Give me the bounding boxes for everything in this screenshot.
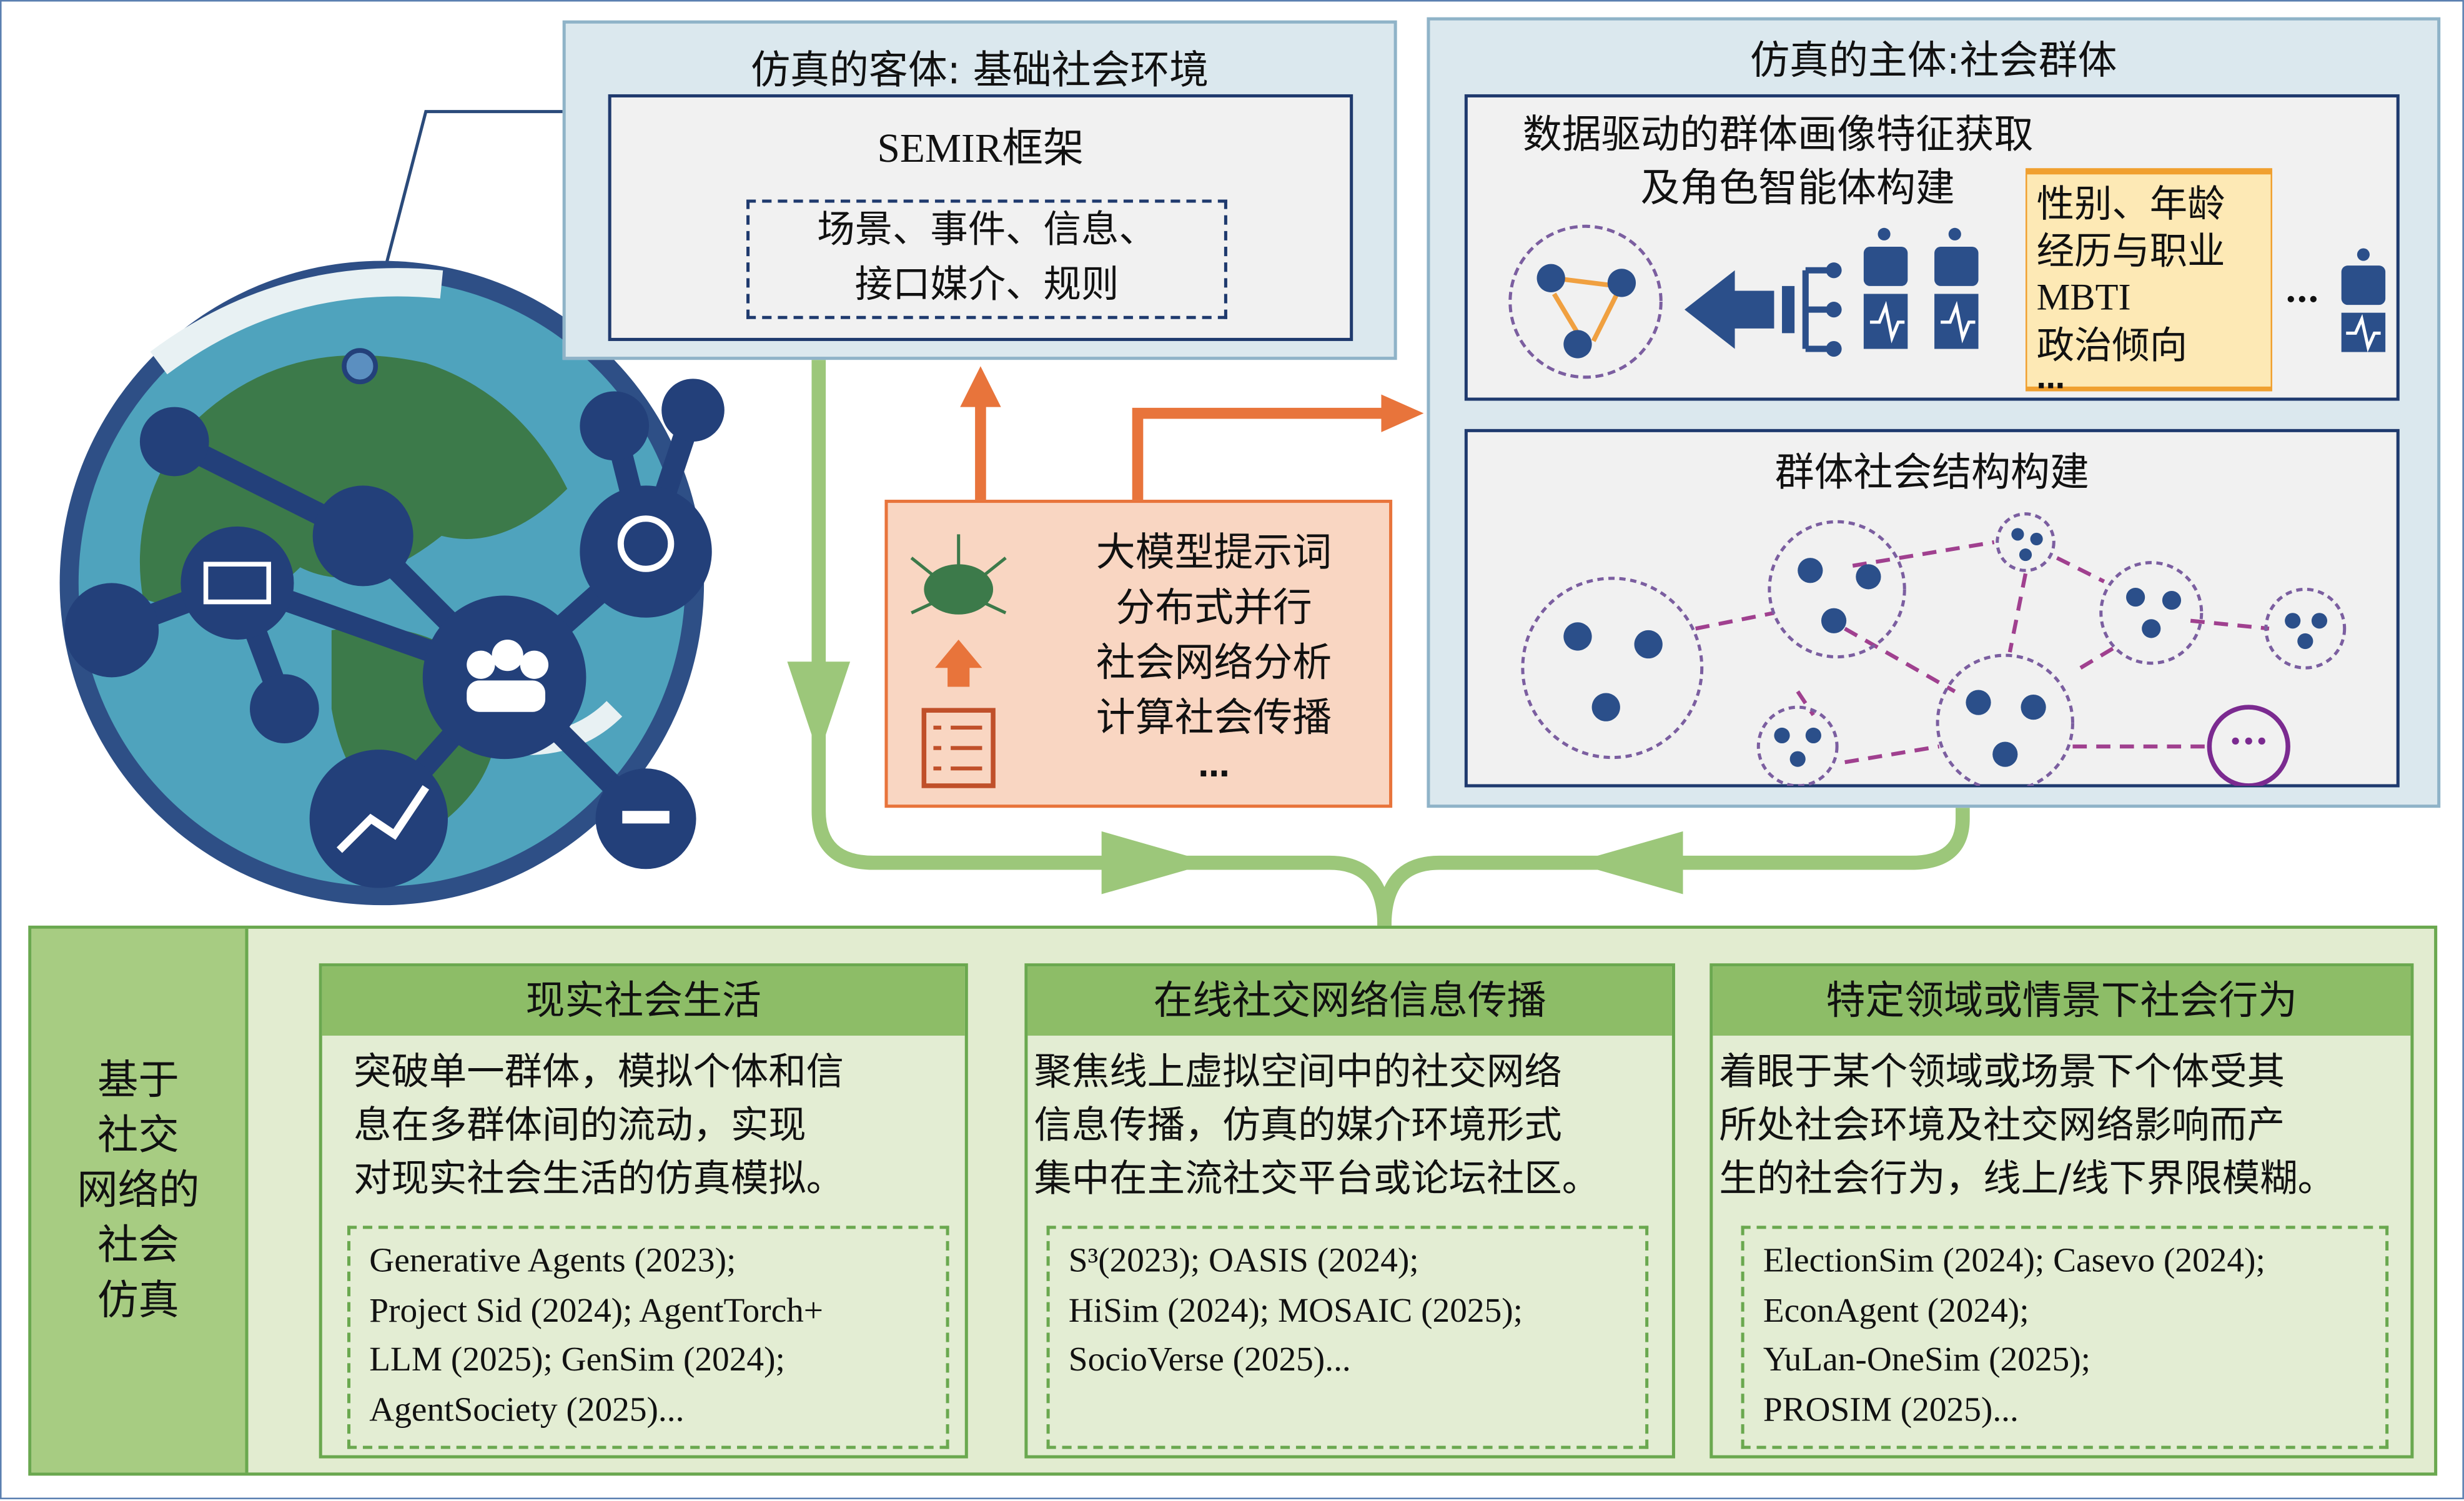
technology-item: 大模型提示词 [1096, 529, 1332, 575]
reference-line: HiSim (2024); MOSAIC (2025); [1068, 1289, 1523, 1329]
reference-line: LLM (2025); GenSim (2024); [369, 1339, 785, 1379]
framework-elements-line: 接口媒介、规则 [854, 262, 1119, 307]
simulation-subject-box: 仿真的主体:社会群体 数据驱动的群体画像特征获取 及角色智能体构建 性别、年龄 … [1427, 17, 2441, 808]
technology-box: 大模型提示词 分布式并行 社会网络分析 计算社会传播 … [884, 500, 1393, 808]
reference-line: YuLan-OneSim (2025); [1763, 1339, 2091, 1379]
more-groups-label: ··· [2229, 718, 2269, 764]
reference-list: Generative Agents (2023); Project Sid (2… [347, 1226, 949, 1449]
social-simulation-section: 基于 社交 网络的 社会 仿真 现实社会生活 突破单一群体，模拟个体和信 息在多… [28, 925, 2438, 1476]
up-arrow-icon [934, 639, 982, 687]
panel-domain-behavior: 特定领域或情景下社会行为 着眼于某个领域或场景下个体受其 所处社会环境及社交网络… [1709, 963, 2414, 1459]
description-line: 信息传播，仿真的媒介环境形式 [1034, 1103, 1562, 1147]
agent-construction-graphic [1508, 224, 1979, 379]
reference-line: SocioVerse (2025)... [1068, 1339, 1351, 1379]
section-side-label: 基于 社交 网络的 社会 仿真 [31, 928, 249, 1473]
more-groups-node [2207, 705, 2290, 786]
panel-title: 特定领域或情景下社会行为 [1713, 966, 2411, 1036]
panel-online-propagation: 在线社交网络信息传播 聚焦线上虚拟空间中的社交网络 信息传播，仿真的媒介环境形式… [1024, 963, 1675, 1459]
more-agents-ellipsis: … [2285, 270, 2320, 312]
reference-line: Generative Agents (2023); [369, 1240, 736, 1279]
attribute-item: 政治倾向 [2036, 324, 2188, 368]
reference-list: S³(2023); OASIS (2024); HiSim (2024); MO… [1046, 1226, 1649, 1449]
left-arrow-icon [1685, 270, 1774, 349]
group-node [1521, 577, 1704, 760]
panel-description: 聚焦线上虚拟空间中的社交网络 信息传播，仿真的媒介环境形式 集中在主流社交平台或… [1027, 1036, 1672, 1206]
technology-list: 大模型提示词 分布式并行 社会网络分析 计算社会传播 … [1053, 525, 1375, 786]
description-line: 生的社会行为，线上/线下界限模糊。 [1719, 1156, 2335, 1201]
side-label-line: 基于 [97, 1058, 179, 1105]
technology-item: 分布式并行 [1116, 584, 1312, 630]
reference-line: S³(2023); OASIS (2024); [1068, 1240, 1419, 1279]
framework-title: SEMIR框架 [877, 126, 1084, 172]
reference-line: AgentSociety (2025)... [369, 1388, 685, 1428]
structure-section: 群体社会结构构建 ··· [1464, 429, 2400, 788]
profile-section: 数据驱动的群体画像特征获取 及角色智能体构建 性别、年龄 经历与职业 MBTI … [1464, 94, 2400, 401]
ai-cloud-icon [910, 534, 1007, 615]
group-node [2264, 587, 2347, 670]
handshake-icon [312, 485, 413, 587]
panel-description: 突破单一群体，模拟个体和信 息在多群体间的流动，实现 对现实社会生活的仿真模拟。 [322, 1036, 965, 1206]
robot-icon [1863, 227, 1908, 349]
group-node [1768, 520, 1906, 659]
group-node [2099, 561, 2204, 665]
panel-title: 在线社交网络信息传播 [1027, 966, 1672, 1036]
profile-title-line: 数据驱动的群体画像特征获取 [1522, 111, 2034, 157]
checklist-icon [921, 708, 996, 788]
profile-attributes-box: 性别、年龄 经历与职业 MBTI 政治倾向 … [2025, 168, 2272, 397]
globe-illustration [59, 260, 725, 906]
group-node [1936, 653, 2074, 786]
group-network-graph [1521, 512, 2347, 786]
technology-item: 计算社会传播 [1096, 695, 1332, 740]
panel-real-life: 现实社会生活 突破单一群体，模拟个体和信 息在多群体间的流动，实现 对现实社会生… [319, 963, 968, 1459]
attribute-item: MBTI [2036, 278, 2131, 319]
description-line: 聚焦线上虚拟空间中的社交网络 [1034, 1049, 1562, 1094]
framework-elements: 场景、事件、信息、 接口媒介、规则 [746, 199, 1227, 319]
group-node [1756, 705, 1839, 786]
attribute-item: … [2036, 363, 2065, 397]
simulation-object-box: 仿真的客体: 基础社会环境 SEMIR框架 场景、事件、信息、 接口媒介、规则 [562, 20, 1397, 360]
group-node [1996, 512, 2056, 572]
people-icon [422, 595, 586, 760]
description-line: 突破单一群体，模拟个体和信 [354, 1049, 844, 1094]
reference-list: ElectionSim (2024); Casevo (2024); EconA… [1741, 1226, 2389, 1449]
technology-item: … [1198, 746, 1230, 785]
semir-framework-box: SEMIR框架 场景、事件、信息、 接口媒介、规则 [608, 94, 1353, 341]
attribute-item: 经历与职业 [2036, 229, 2225, 274]
panel-title: 现实社会生活 [322, 966, 965, 1036]
reference-line: ElectionSim (2024); Casevo (2024); [1763, 1240, 2265, 1279]
description-line: 集中在主流社交平台或论坛社区。 [1034, 1156, 1600, 1201]
lightbulb-icon [580, 485, 712, 618]
reference-line: Project Sid (2024); AgentTorch+ [369, 1289, 824, 1329]
description-line: 所处社会环境及社交网络影响而产 [1719, 1103, 2285, 1147]
robot-icon [2341, 248, 2386, 353]
side-label-line: 社会 [97, 1222, 179, 1270]
object-box-title: 仿真的客体: 基础社会环境 [751, 47, 1209, 93]
tech-icons [910, 534, 1007, 788]
description-line: 息在多群体间的流动，实现 [354, 1103, 806, 1147]
attribute-item: 性别、年龄 [2036, 182, 2225, 227]
side-label-line: 仿真 [97, 1277, 179, 1325]
side-label-line: 社交 [97, 1112, 179, 1160]
reference-line: EconAgent (2024); [1763, 1289, 2029, 1329]
panel-description: 着眼于某个领域或场景下个体受其 所处社会环境及社交网络影响而产 生的社会行为，线… [1713, 1036, 2410, 1206]
subject-box-title: 仿真的主体:社会群体 [1750, 37, 2117, 84]
laptop-icon [181, 526, 294, 640]
description-line: 对现实社会生活的仿真模拟。 [354, 1156, 844, 1201]
framework-elements-line: 场景、事件、信息、 [817, 207, 1157, 252]
side-label-line: 网络的 [77, 1167, 200, 1215]
reference-line: PROSIM (2025)... [1763, 1388, 2019, 1428]
robot-icon [1934, 227, 1979, 349]
profile-title-line: 及角色智能体构建 [1640, 165, 1955, 211]
structure-title: 群体社会结构构建 [1774, 449, 2089, 495]
technology-item: 社会网络分析 [1096, 639, 1332, 685]
description-line: 着眼于某个领域或场景下个体受其 [1719, 1049, 2285, 1094]
growth-chart-icon [309, 750, 448, 888]
